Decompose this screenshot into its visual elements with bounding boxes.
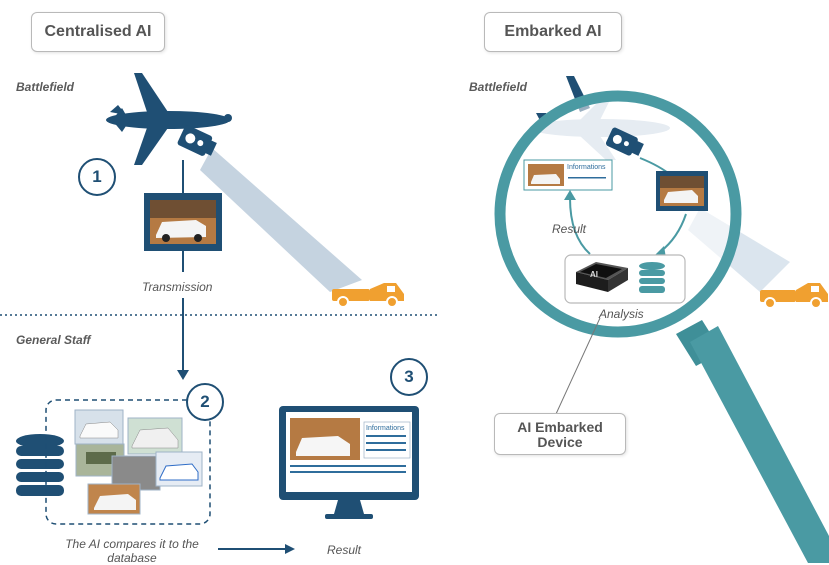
ai-embarked-device-label: AI Embarked Device [494,413,626,455]
magnifier-handle [676,320,829,563]
compare-caption: The AI compares it to the database [42,537,222,565]
step-2-badge: 2 [186,383,224,421]
info-card-right [523,159,613,191]
database-icon-right [639,262,665,293]
compare-caption-line1: The AI compares it to the [65,537,199,551]
magnifier-lens-ring [494,90,742,338]
truck-icon-right [760,283,828,309]
camera-icon-right [605,127,644,156]
cycle-arrow-left [569,197,591,255]
ai-chip-label: AI [590,270,598,279]
database-icon-left [16,434,64,496]
vehicle-photo-collage [74,409,203,515]
compare-caption-line2: database [107,551,157,565]
centralised-ai-title: Centralised AI [31,12,165,52]
embarked-ai-title: Embarked AI [484,12,622,52]
film-frame-right [656,171,708,211]
info-card-label: Informations [567,164,606,171]
cycle-arrowhead-left [564,190,576,200]
film-frame-left [144,193,222,251]
battlefield-label-left: Battlefield [16,80,75,94]
result-arrowhead [285,544,295,554]
airplane-icon-left [106,73,232,165]
step-1-badge: 1 [78,158,116,196]
analysis-label: Analysis [599,307,644,321]
monitor-info-label: Informations [366,425,405,432]
monitor-icon [279,406,419,519]
battlefield-label-right: Battlefield [469,80,528,94]
comparison-dashed-box [45,399,211,525]
result-label-left: Result [327,543,362,557]
transmission-label: Transmission [142,280,213,294]
device-leader-line [555,317,601,415]
camera-beam-left [200,148,362,292]
camera-icon-left [177,125,217,156]
result-label-right: Result [552,222,587,236]
device-label-line1: AI Embarked [517,419,603,435]
truck-icon-left [332,283,404,308]
general-staff-label: General Staff [16,333,91,347]
transmission-arrowhead [177,370,189,380]
step-3-badge: 3 [390,358,428,396]
device-label-line2: Device [537,434,583,450]
ai-chip-icon [576,262,628,292]
